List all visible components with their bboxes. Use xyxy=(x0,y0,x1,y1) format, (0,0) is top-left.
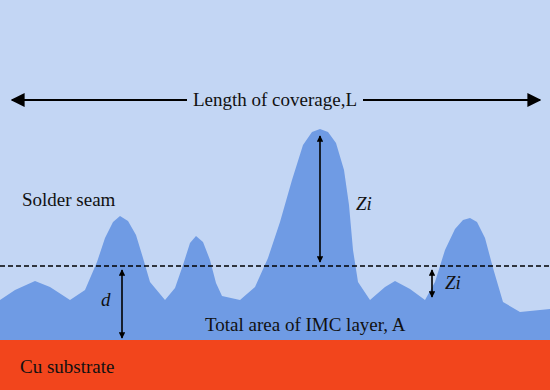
height-arrow xyxy=(319,136,321,262)
imc-layer xyxy=(0,129,550,345)
mean-line xyxy=(0,265,550,266)
region-label: Cu substrate xyxy=(20,357,114,378)
height-label: Zi xyxy=(445,273,461,294)
region-label: Total area of IMC layer, A xyxy=(205,315,406,336)
region-label: Solder seam xyxy=(22,190,115,211)
cu-substrate-band xyxy=(0,340,550,390)
thickness-label: d xyxy=(101,290,111,311)
dimension-label: Length of coverage,L xyxy=(187,90,363,111)
thickness-arrow xyxy=(121,270,123,338)
height-label: Zi xyxy=(356,194,372,215)
height-arrow xyxy=(431,270,433,297)
